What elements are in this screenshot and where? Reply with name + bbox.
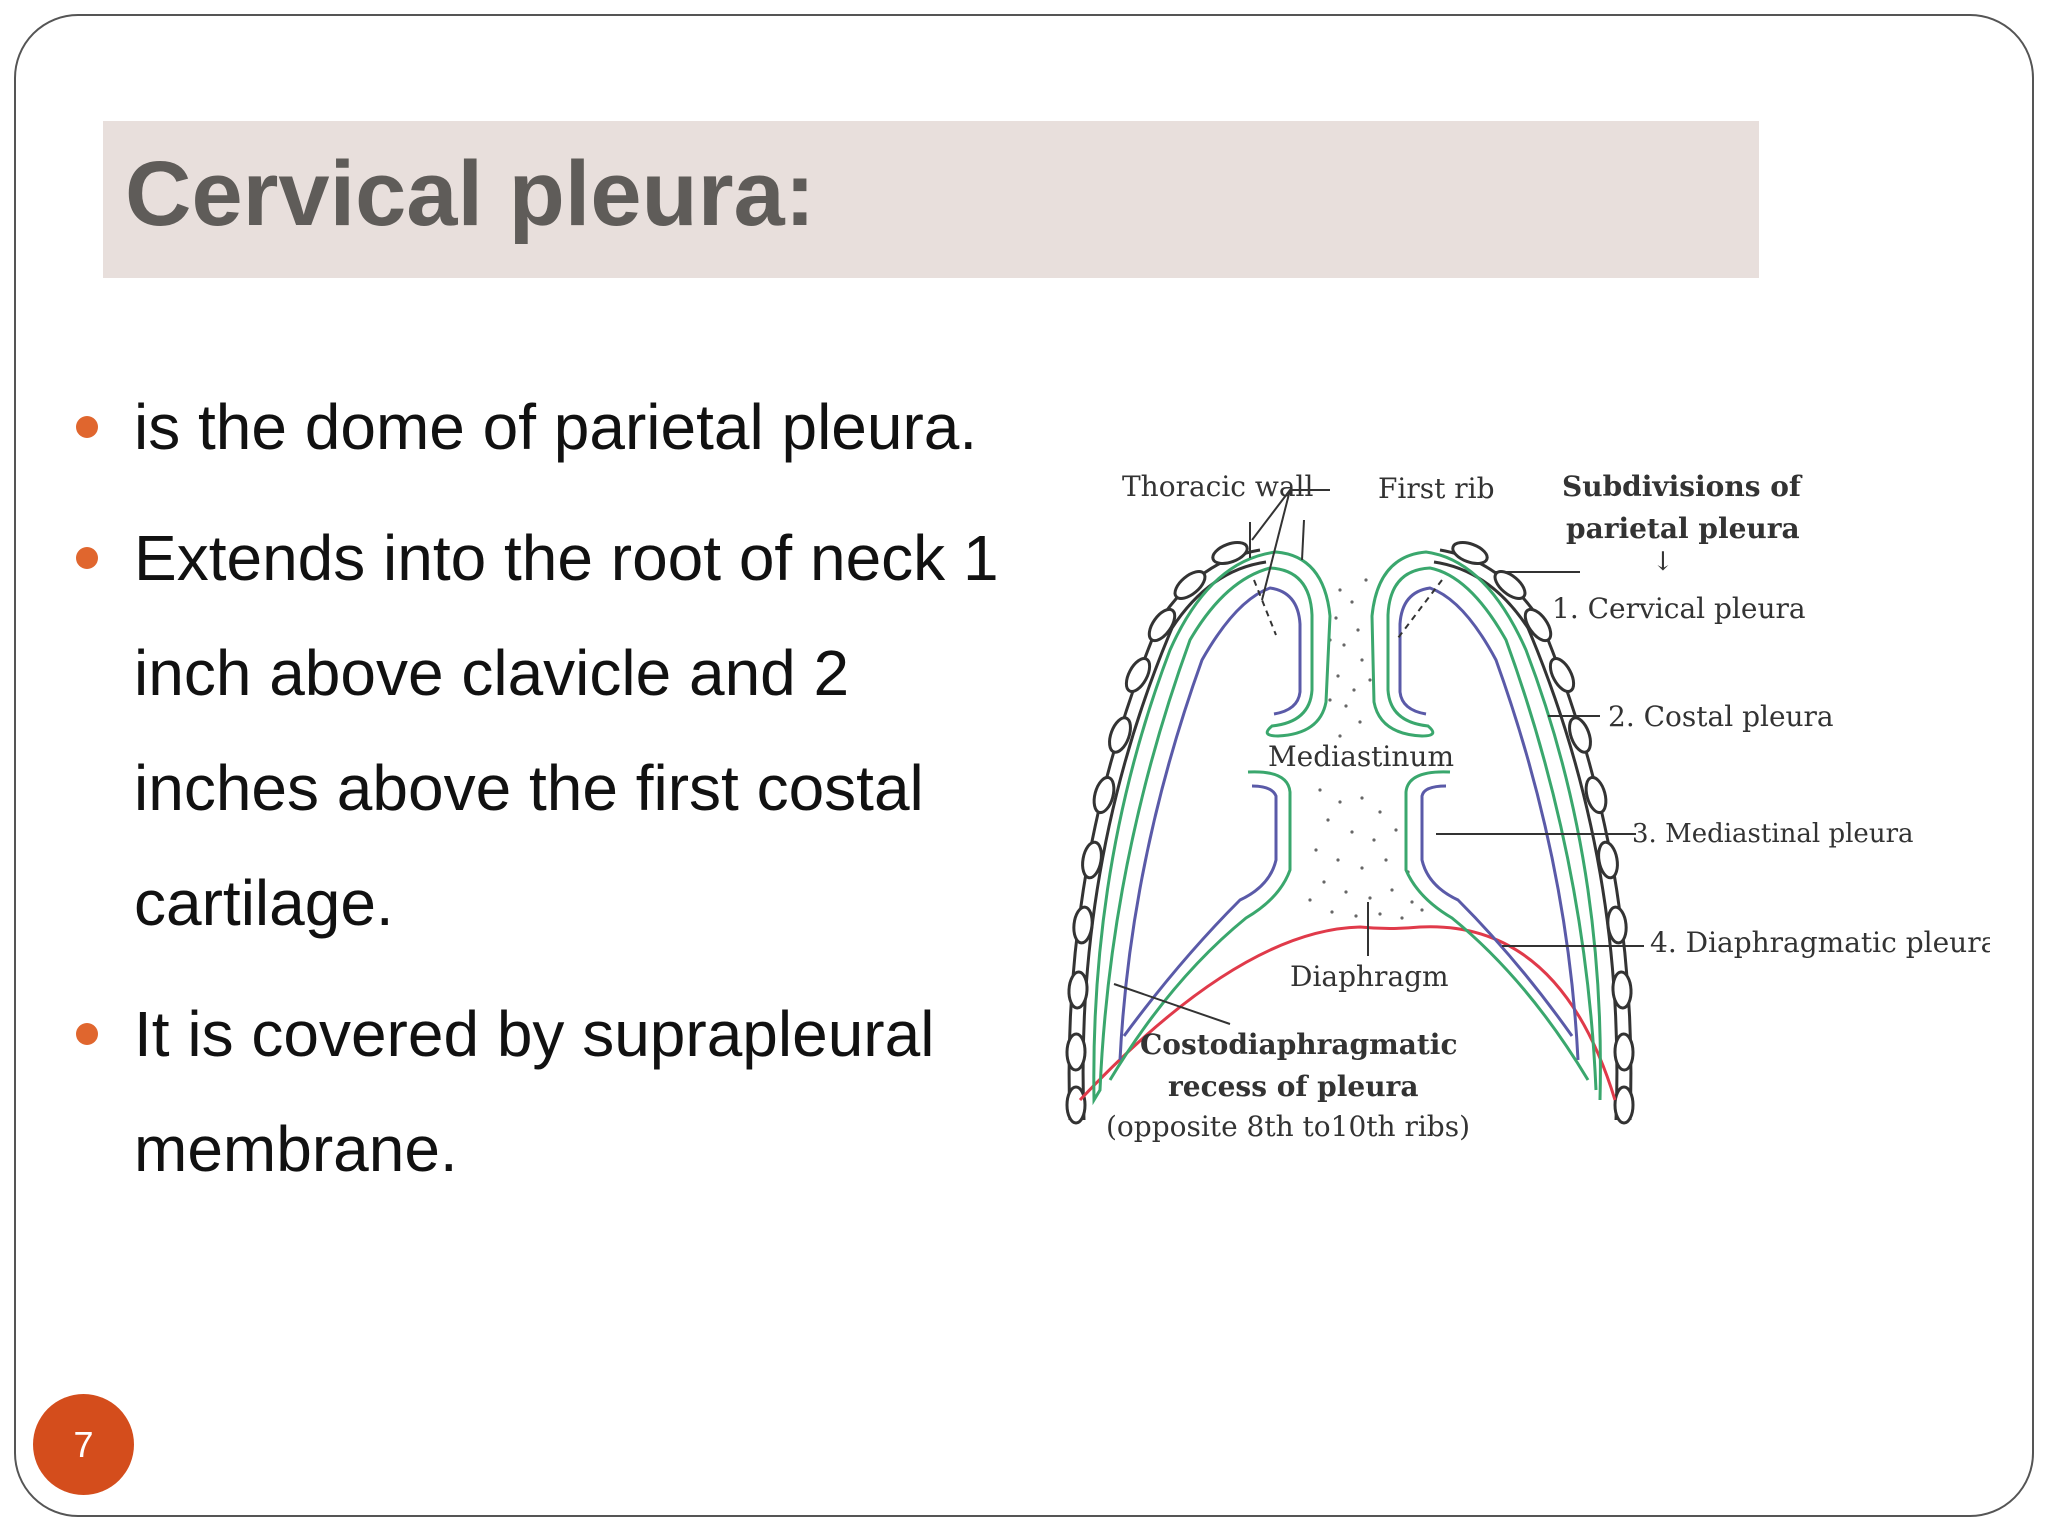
left-parietal-pleura bbox=[1092, 550, 1332, 1106]
bullet-dot-icon bbox=[76, 547, 98, 569]
right-visceral-pleura bbox=[1398, 586, 1580, 1061]
label-first-rib: First rib bbox=[1378, 472, 1495, 505]
title-bar: Cervical pleura: bbox=[103, 121, 1759, 278]
label-diaphragmatic-pleura: 4. Diaphragmatic pleura bbox=[1650, 926, 1990, 959]
label-recess-line3: (opposite 8th to10th ribs) bbox=[1106, 1110, 1470, 1143]
bullet-item: Extends into the root of neck 1 inch abo… bbox=[70, 501, 1020, 961]
right-lower-visceral bbox=[1420, 784, 1574, 1037]
label-costal-pleura: 2. Costal pleura bbox=[1608, 700, 1834, 733]
pleura-diagram: Thoracic wall First rib Subdivisions of … bbox=[1065, 470, 1990, 1143]
slide-number-badge: 7 bbox=[33, 1394, 134, 1495]
leader-lines bbox=[1113, 489, 1644, 1025]
label-recess-line2: recess of pleura bbox=[1168, 1070, 1418, 1103]
label-diaphragm: Diaphragm bbox=[1290, 960, 1449, 993]
label-cervical-pleura: 1. Cervical pleura bbox=[1552, 592, 1806, 625]
bullet-dot-icon bbox=[76, 416, 98, 438]
bullet-item: is the dome of parietal pleura. bbox=[70, 370, 1020, 485]
bullet-dot-icon bbox=[76, 1023, 98, 1045]
label-mediastinum: Mediastinum bbox=[1268, 740, 1454, 773]
left-dashed-dome bbox=[1253, 579, 1277, 636]
right-lower-parietal bbox=[1404, 770, 1590, 1081]
label-subdivisions-line1: Subdivisions of bbox=[1562, 470, 1803, 503]
thoracic-wall-right-ribs bbox=[1433, 541, 1635, 1125]
slide-title: Cervical pleura: bbox=[125, 143, 816, 245]
right-parietal-pleura bbox=[1370, 550, 1602, 1101]
left-lower-parietal bbox=[1108, 770, 1292, 1081]
bullet-item: It is covered by suprapleural membrane. bbox=[70, 977, 1020, 1207]
arrow-down-icon: ↓ bbox=[1652, 547, 1674, 577]
label-mediastinal-pleura: 3. Mediastinal pleura bbox=[1632, 819, 1914, 849]
diaphragm-line bbox=[1078, 925, 1617, 1102]
label-thoracic-wall: Thoracic wall bbox=[1122, 470, 1313, 503]
thoracic-wall-left bbox=[1065, 541, 1267, 1125]
mediastinum-stipple bbox=[1308, 578, 1424, 920]
label-subdivisions-line2: parietal pleura bbox=[1566, 512, 1800, 545]
bullet-text: It is covered by suprapleural membrane. bbox=[134, 998, 935, 1185]
bullet-text: is the dome of parietal pleura. bbox=[134, 391, 978, 463]
label-recess-line1: Costodiaphragmatic bbox=[1140, 1028, 1458, 1061]
bullet-text: Extends into the root of neck 1 inch abo… bbox=[134, 522, 999, 939]
left-lower-visceral bbox=[1122, 784, 1278, 1037]
left-visceral-pleura bbox=[1118, 586, 1302, 1061]
right-dashed-dome bbox=[1397, 579, 1443, 639]
bullet-list: is the dome of parietal pleura. Extends … bbox=[70, 370, 1020, 1223]
